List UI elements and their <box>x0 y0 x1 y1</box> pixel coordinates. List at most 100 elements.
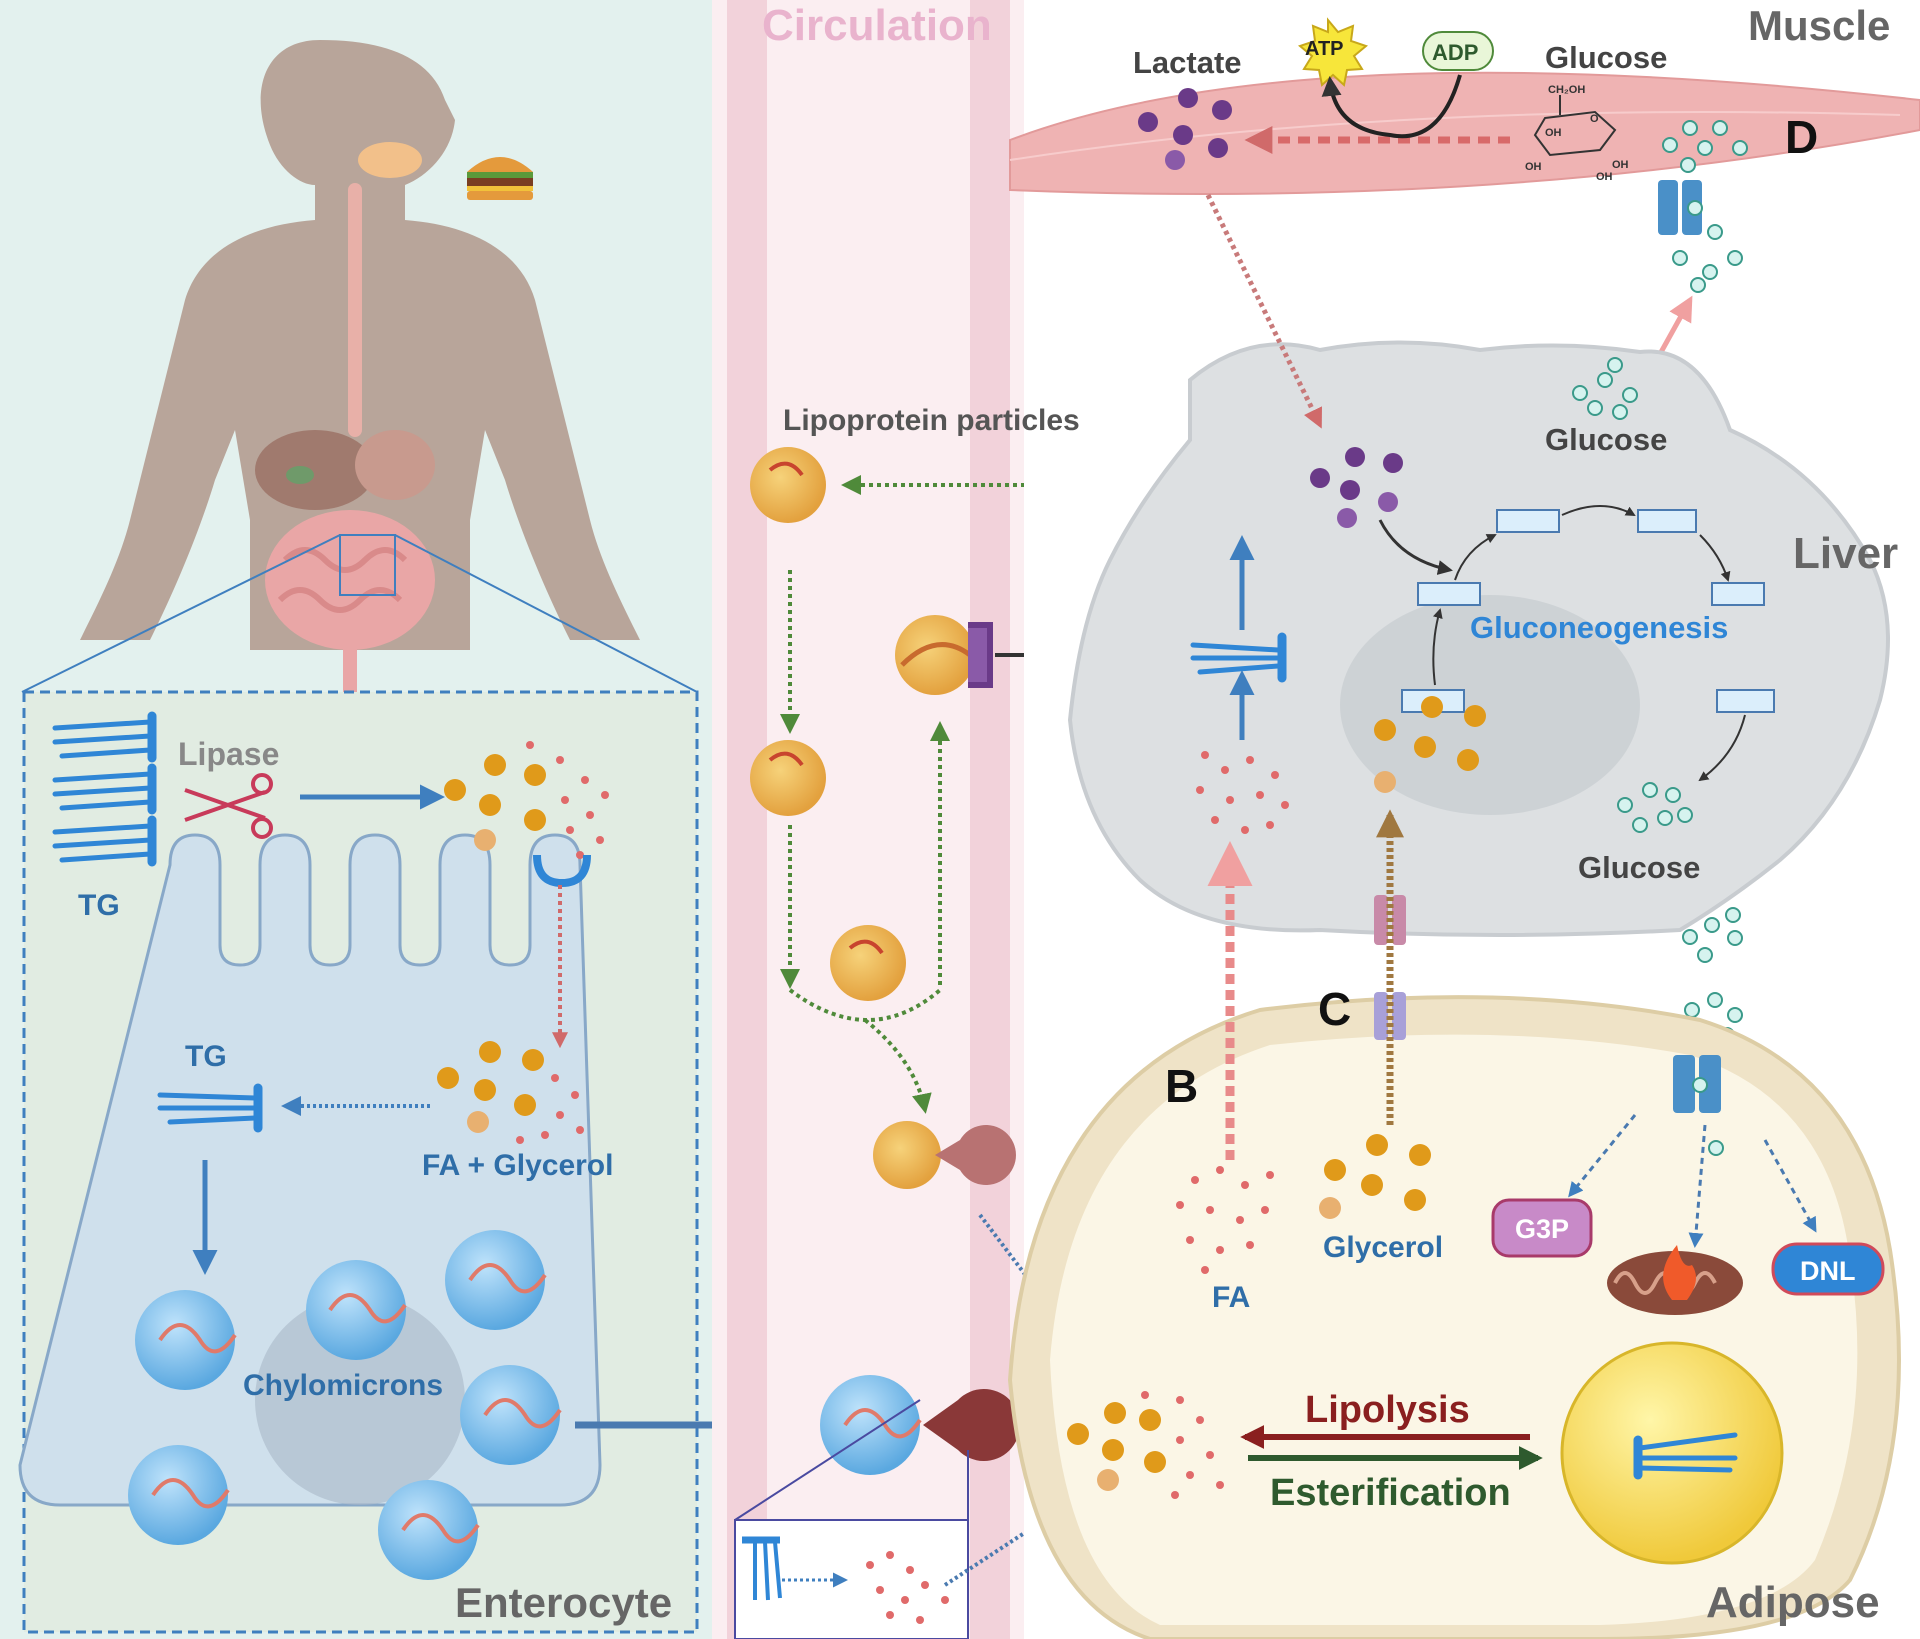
liver-organ <box>255 430 375 510</box>
tg-molecule-adipose <box>1633 1432 1738 1480</box>
intestine-loops <box>277 547 408 613</box>
esterification-label: Esterification <box>1270 1472 1511 1514</box>
tg-molecule-inset <box>742 1536 782 1601</box>
glucose-ch2oh-label: CH₂OH <box>1548 84 1585 96</box>
dnl-label: DNL <box>1800 1256 1856 1286</box>
lipoprotein-particle-1 <box>750 447 826 523</box>
region-circulation-label: Circulation <box>762 1 992 50</box>
zoom-line-right <box>394 534 698 693</box>
glycerol-channel-lower <box>1374 992 1406 1040</box>
glucose-inside-adipose <box>1708 1140 1724 1156</box>
fa-glycerol-label: FA + Glycerol <box>422 1149 613 1182</box>
lactate-molecules-muscle <box>1138 88 1232 170</box>
pathway-step-1 <box>1496 509 1560 533</box>
inset-line-left <box>734 1399 921 1521</box>
glucose-structure-icon <box>1533 95 1617 157</box>
zoom-box <box>339 534 396 596</box>
fa-dots-liver <box>1196 751 1289 834</box>
enterocyte-nucleus <box>255 1295 465 1505</box>
glucose-ring-o-label: O <box>1590 113 1599 125</box>
burger-icon <box>467 157 533 200</box>
glucose-muscle-label: Glucose <box>1545 40 1667 75</box>
flame-icon <box>1663 1245 1696 1300</box>
chylomicron-circulation <box>820 1375 920 1475</box>
atp-star-icon <box>1297 17 1369 87</box>
gallbladder-organ <box>286 466 314 484</box>
lipoprotein-particle-4 <box>750 740 826 816</box>
atp-label: ATP <box>1305 38 1344 60</box>
fa-glycerol-cluster-top <box>444 741 609 859</box>
glucose-oh-a-label: OH <box>1545 127 1562 139</box>
pathway-step-2 <box>1637 509 1697 533</box>
glucose-oh-c-label: OH <box>1596 171 1613 183</box>
lipid-droplet <box>1560 1341 1784 1565</box>
lactate-label: Lactate <box>1133 45 1242 80</box>
lipase-label: Lipase <box>178 736 279 772</box>
arrow-lactate-to-pathway <box>1378 519 1453 575</box>
glucose-molecules-muscle <box>1662 120 1748 293</box>
lipolysis-label: Lipolysis <box>1305 1389 1470 1431</box>
arrow-lactate-to-liver <box>1205 193 1323 429</box>
region-adipose-label: Adipose <box>1706 1578 1880 1627</box>
human-body <box>80 40 640 727</box>
glucose-molecules-liver-top <box>1572 357 1638 420</box>
glucose-transporter-adipose <box>1673 1055 1721 1113</box>
chylomicron-apoprotein <box>843 1408 922 1439</box>
fa-label: FA <box>1212 1281 1250 1314</box>
vessel-wall-left <box>727 0 767 1639</box>
lipoprotein-lipase-small <box>935 1125 1016 1186</box>
lipoprotein-lipase-large <box>923 1389 1020 1461</box>
muscle-fiber-line <box>1009 111 1901 161</box>
fa-transporter <box>533 854 591 888</box>
glucose-in-transporter <box>1692 1077 1708 1093</box>
g3p-badge <box>1491 1198 1593 1258</box>
fa-dots-adipose <box>1176 1166 1274 1274</box>
tg-molecules-top <box>52 711 157 867</box>
vessel-wall-right <box>970 0 1010 1639</box>
lactate-molecules-liver <box>1310 447 1403 528</box>
tg-top-label: TG <box>78 889 120 922</box>
adp-badge <box>1422 31 1494 71</box>
region-enterocyte-label: Enterocyte <box>455 1579 672 1626</box>
arrow-glucose-to-mitochondria <box>1688 1124 1707 1248</box>
lipoprotein-particles-label: Lipoprotein particles <box>783 404 1080 437</box>
tg-molecule-liver <box>1190 632 1287 683</box>
glucose-molecules-liver-bottom <box>1617 782 1693 833</box>
lipoprotein-particle-6 <box>895 615 975 695</box>
liver-nucleus <box>1340 595 1640 815</box>
glycerol-molecules-liver <box>1374 696 1486 793</box>
text-layer: Circulation Muscle Liver Adipose Enteroc… <box>78 1 1898 1627</box>
tg-cell-label: TG <box>185 1040 227 1073</box>
zoom-line-left <box>21 534 341 693</box>
region-liver-label: Liver <box>1793 529 1898 578</box>
glucose-liver-bottom-label: Glucose <box>1578 850 1700 885</box>
pathway-step-6 <box>1716 689 1775 713</box>
glycerol-molecules-adipose <box>1319 1134 1431 1219</box>
panel-b-label: B <box>1165 1060 1198 1112</box>
lipoprotein-receptor <box>968 622 993 688</box>
glucose-oh-d-label: OH <box>1612 159 1629 171</box>
arrow-to-lpl-particle <box>863 1018 932 1114</box>
adp-label: ADP <box>1432 40 1478 65</box>
lipase-scissors-icon <box>184 773 273 839</box>
pathway-step-4 <box>1711 582 1765 606</box>
chylomicron-particles <box>128 1230 562 1580</box>
tg-molecule-cell <box>157 1083 263 1133</box>
panel-d-label: D <box>1785 111 1818 163</box>
gluconeogenesis-label: Gluconeogenesis <box>1470 610 1728 645</box>
chylomicrons-label: Chylomicrons <box>243 1369 443 1402</box>
intestines-organ <box>265 510 435 650</box>
stomach-organ <box>355 430 435 500</box>
gluconeogenesis-pathway <box>1401 505 1775 782</box>
panel-c-label: C <box>1318 983 1351 1035</box>
pathway-step-3 <box>1417 582 1481 606</box>
dnl-badge <box>1771 1242 1885 1296</box>
glucose-oh-b-label: OH <box>1525 161 1542 173</box>
fa-dots-inset <box>866 1551 949 1624</box>
glycerol-channel-upper <box>1374 895 1406 945</box>
g3p-label: G3P <box>1515 1214 1569 1244</box>
glucose-liver-top-label: Glucose <box>1545 422 1667 457</box>
arrow-adp-to-atp <box>1321 74 1462 139</box>
